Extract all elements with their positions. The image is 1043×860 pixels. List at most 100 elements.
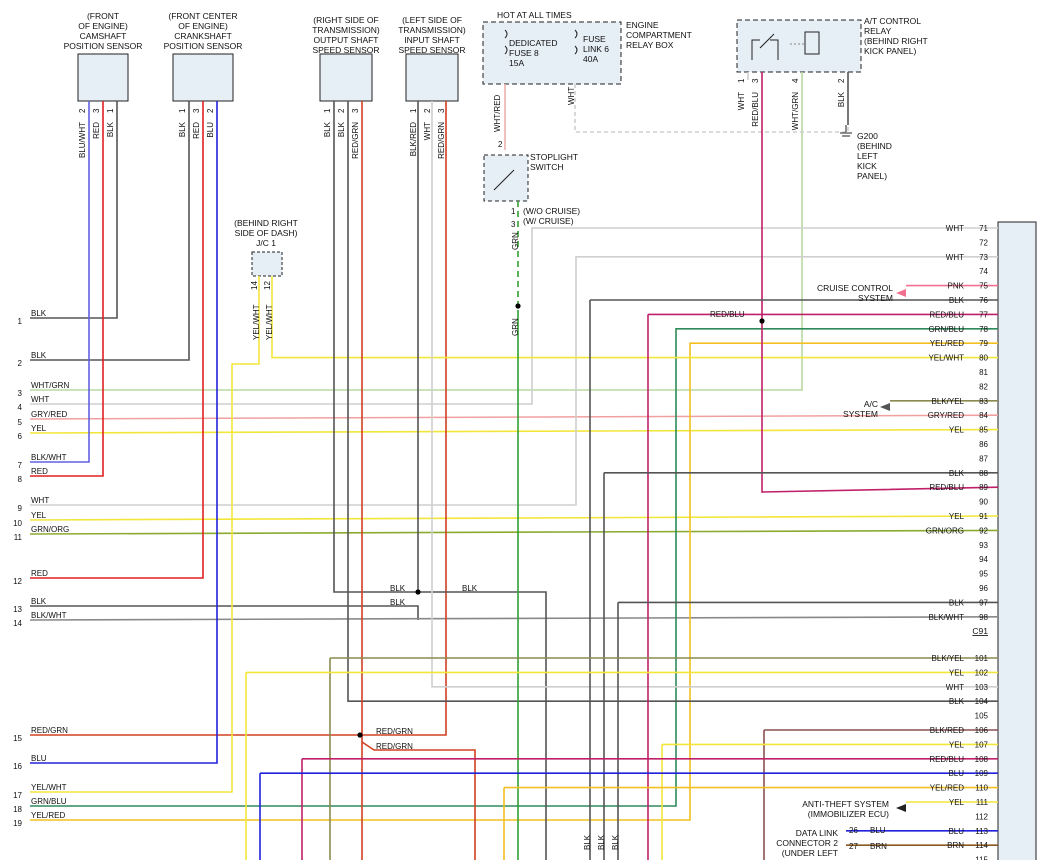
relay-pin-number: 3 <box>751 78 760 83</box>
red-grn-splice-label-b: RED/GRN <box>376 742 413 751</box>
blk-splice-label-a: BLK <box>390 584 406 593</box>
right-pin-number: 106 <box>975 726 989 735</box>
cruise-control-label-line: CRUISE CONTROL <box>817 283 893 293</box>
wire-pin6 <box>29 428 999 434</box>
right-pin-wire-color: YEL/WHT <box>928 354 964 363</box>
stoplight-pin-1: 1 <box>511 207 516 216</box>
fuse-link-6-symbol <box>574 29 578 55</box>
jc1-label-line: J/C 1 <box>256 238 276 248</box>
fuse-link-6-label-line: 40A <box>583 54 598 64</box>
left-pin-number: 18 <box>13 805 22 814</box>
crank-pin-wire-label: RED <box>192 122 201 139</box>
right-pin-number: 108 <box>975 755 989 764</box>
right-pin-wire-color: WHT <box>946 224 964 233</box>
jc-pin-12: 12 <box>263 281 272 290</box>
wire-pin16 <box>30 101 218 764</box>
left-pin-number: 12 <box>13 577 22 586</box>
fuse-8-symbol <box>504 29 508 55</box>
right-pin-number: 73 <box>979 253 988 262</box>
input-pin-number: 3 <box>437 108 446 113</box>
right-pin-number: 84 <box>979 411 988 420</box>
camshaft-sensor-label-line: (FRONT <box>87 11 119 21</box>
right-pin-number: 81 <box>979 368 988 377</box>
wire-pin12 <box>30 101 204 579</box>
output-shaft-sensor-label-line: SPEED SENSOR <box>312 45 379 55</box>
relay-pin-wire-label: WHT/GRN <box>791 92 800 130</box>
jc-yel-wht-label-1: YEL/WHT <box>252 304 261 340</box>
junction-connector-box <box>251 251 283 277</box>
right-pin-wire-color: RED/BLU <box>929 483 964 492</box>
wht-red-label: WHT/RED <box>493 94 502 132</box>
right-pin-number: 87 <box>979 454 988 463</box>
output-shaft-sensor-label-line: TRANSMISSION) <box>312 25 380 35</box>
output-pin-wire-label: BLK <box>337 121 346 137</box>
ac-relay-label-line: KICK PANEL) <box>864 46 916 56</box>
left-pin-wire-color: RED <box>31 467 48 476</box>
left-pin-number: 6 <box>18 432 23 441</box>
relay-pin-number: 4 <box>791 78 800 83</box>
dlc-pin-26: 26 <box>849 826 858 835</box>
right-pin-number: 94 <box>979 555 988 564</box>
right-pin-number: 105 <box>975 712 989 721</box>
wire-pin17 <box>30 276 260 793</box>
arrow-to-antitheft-icon <box>896 804 906 812</box>
camshaft-sensor-box <box>77 53 129 102</box>
left-pin-number: 14 <box>13 619 22 628</box>
wire-output-blk <box>333 101 419 593</box>
wire-pin4 <box>30 227 998 405</box>
relay-box-label-line: ENGINE <box>626 20 659 30</box>
input-shaft-sensor-label-line: TRANSMISSION) <box>398 25 466 35</box>
wire-pin11 <box>29 529 999 535</box>
wire-pin1 <box>30 101 118 319</box>
crank-pin-number: 1 <box>178 108 187 113</box>
relay-pin-number: 2 <box>837 78 846 83</box>
jc1-label-line: (BEHIND RIGHT <box>234 218 298 228</box>
ac-relay-label-line: A/T CONTROL <box>864 16 921 26</box>
right-pin-wire-color: PNK <box>948 282 965 291</box>
wire-pin5 <box>29 414 999 420</box>
fuse-link-6-label-line: LINK 6 <box>583 44 609 54</box>
cam-pin-wire-label: RED <box>92 122 101 139</box>
left-pin-wire-color: WHT <box>31 496 49 505</box>
right-pin-wire-color: BLK/YEL <box>932 654 965 663</box>
dlc-label-line: (UNDER LEFT <box>782 848 838 858</box>
output-shaft-sensor-label-line: OUTPUT SHAFT <box>313 35 378 45</box>
stoplight-pin-3: 3 <box>511 220 516 229</box>
fuse-8-label-line: FUSE 8 <box>509 48 539 58</box>
wire-pin10 <box>29 515 999 521</box>
dlc-blu-label: BLU <box>870 826 886 835</box>
right-pin-wire-color: GRN/BLU <box>928 325 964 334</box>
wire-pin14 <box>29 615 999 621</box>
relay-box-label-line: COMPARTMENT <box>626 30 692 40</box>
left-pin-wire-color: GRY/RED <box>31 410 68 419</box>
grn-label-top: GRN <box>511 232 520 250</box>
splice-dot <box>759 318 765 324</box>
right-pin-number: 91 <box>979 512 988 521</box>
antitheft-label-line: (IMMOBILIZER ECU) <box>808 809 889 819</box>
wire-80 <box>271 276 998 359</box>
right-pin-number: 74 <box>979 267 988 276</box>
crankshaft-sensor-box <box>172 53 234 102</box>
right-pin-wire-color: GRN/ORG <box>926 526 964 535</box>
left-pin-number: 15 <box>13 734 22 743</box>
right-pin-wire-color: BLK/RED <box>930 726 964 735</box>
left-pin-wire-color: WHT <box>31 395 49 404</box>
pcm-connector <box>997 221 1037 860</box>
right-pin-wire-color: BLK <box>949 697 965 706</box>
ground-g200-icon <box>840 125 852 137</box>
g200-label-line: (BEHIND <box>857 141 892 151</box>
right-pin-wire-color: YEL/RED <box>930 784 964 793</box>
right-pin-wire-color: BLU <box>948 827 964 836</box>
left-pin-wire-color: RED/GRN <box>31 726 68 735</box>
left-pin-wire-color: YEL/WHT <box>31 783 67 792</box>
left-pin-number: 8 <box>18 475 23 484</box>
arrow-from-ac-icon <box>880 403 890 411</box>
right-pin-wire-color: BLK/WHT <box>928 613 964 622</box>
left-pin-wire-color: BLK/WHT <box>31 611 67 620</box>
input-pin-number: 2 <box>423 108 432 113</box>
crankshaft-sensor-label-line: OF ENGINE) <box>178 21 228 31</box>
right-pin-wire-color: BLK <box>949 296 965 305</box>
left-pin-number: 19 <box>13 819 22 828</box>
crankshaft-sensor-label-line: POSITION SENSOR <box>164 41 243 51</box>
right-pin-number: 112 <box>975 812 988 821</box>
